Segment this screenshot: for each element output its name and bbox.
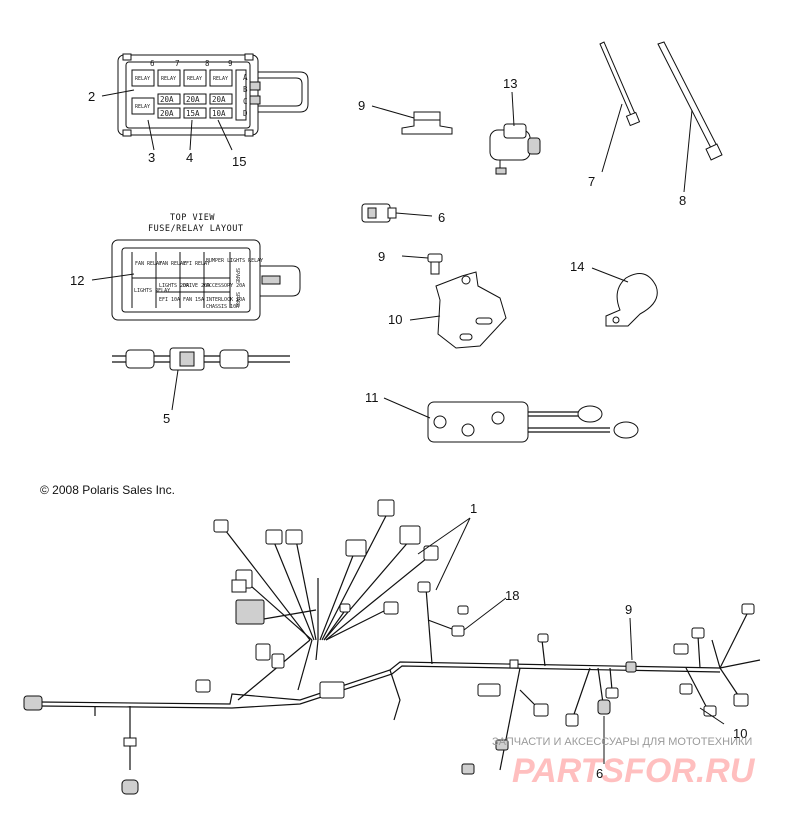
callout-11: 10	[388, 312, 402, 327]
harness-clip	[401, 111, 453, 135]
row-letter: C	[243, 97, 248, 106]
callout-2: 2	[88, 89, 95, 104]
copyright-text: © 2008 Polaris Sales Inc.	[40, 483, 175, 497]
connector-15	[489, 123, 541, 175]
fuse-label: 15A	[186, 109, 200, 118]
fuse-label: 10A	[212, 109, 226, 118]
fuse-label: 20A	[160, 95, 174, 104]
layout-cell: LIGHTS RELAY	[134, 288, 170, 294]
layout-cell: FAN RELAY	[135, 261, 162, 267]
layout-heading-line2: FUSE/RELAY LAYOUT	[148, 224, 244, 234]
layout-cell: FAN 15A	[183, 297, 204, 303]
relay-label: RELAY	[135, 76, 150, 82]
watermark-subtitle: ЗАПЧАСТИ И АКСЕССУАРЫ ДЛЯ МОТОТЕХНИКИ	[492, 736, 752, 748]
watermark-logo: PARTSFOR.RU	[512, 752, 756, 790]
layout-cell: EFI RELAY	[183, 261, 210, 267]
inline-fuse-holder	[112, 347, 290, 371]
callout-3: 3	[148, 150, 155, 165]
callout-6-top: 6	[438, 210, 445, 225]
digit-label: 9	[228, 59, 233, 68]
bolt	[427, 253, 443, 275]
callout-9-top: 9	[358, 98, 365, 113]
callout-7: 7	[588, 174, 595, 189]
layout-cell: BUMPER LIGHTS RELAY	[206, 258, 263, 264]
callout-18: 18	[505, 588, 519, 603]
layout-cell: FAN RELAY	[159, 261, 186, 267]
callout-15: 13	[503, 76, 517, 91]
digit-label: 8	[205, 59, 210, 68]
row-letter: B	[243, 85, 248, 94]
digit-label: 6	[150, 59, 155, 68]
callout-5: 5	[163, 411, 170, 426]
layout-cell: LIGHTS 20A	[159, 283, 189, 289]
callout-17: 15	[232, 154, 246, 169]
fuse-relay-layout-box: FAN RELAY FAN RELAY EFI RELAY BUMPER LIG…	[111, 239, 301, 321]
relay-label: RELAY	[187, 76, 202, 82]
relay-label: RELAY	[135, 104, 150, 110]
small-connector	[361, 203, 397, 223]
ground-strap	[427, 401, 639, 443]
callout-16: 14	[570, 259, 584, 274]
fuse-label: 20A	[212, 95, 226, 104]
callout-1: 1	[470, 501, 477, 516]
layout-cell: CHASSIS 10A	[206, 304, 239, 310]
callout-14: 12	[70, 273, 84, 288]
layout-cell: DRIVE 20A	[183, 283, 210, 289]
main-wiring-harness	[23, 499, 761, 795]
layout-cell: ACCESSORY 20A	[206, 283, 245, 289]
callout-9-bottom: 9	[625, 602, 632, 617]
callout-8: 8	[679, 193, 686, 208]
fuse-label: 20A	[186, 95, 200, 104]
layout-cell: INTERLOCK 10A	[206, 297, 245, 303]
callout-10: 9	[378, 249, 385, 264]
clamp	[605, 273, 658, 327]
callout-4: 4	[186, 150, 193, 165]
layout-side-label: SPARE	[234, 292, 240, 307]
bracket	[435, 271, 507, 349]
layout-heading-line1: TOP VIEW	[170, 213, 215, 223]
callout-13: 11	[365, 390, 379, 405]
row-letter: D	[243, 109, 248, 118]
digit-label: 7	[175, 59, 180, 68]
layout-side-label: SPARE	[234, 268, 240, 283]
fuse-box-assembly: 6 7 8 9 RELAY RELAY RELAY RELAY RELAY 20…	[117, 53, 309, 137]
cable-tie-7	[599, 41, 641, 127]
relay-label: RELAY	[161, 76, 176, 82]
relay-label: RELAY	[213, 76, 228, 82]
callout-6-bottom: 6	[596, 766, 603, 781]
layout-cell: EFI 10A	[159, 297, 180, 303]
callout-12: 10	[733, 726, 747, 741]
row-letter: A	[243, 73, 248, 82]
cable-tie-8	[657, 41, 723, 161]
fuse-label: 20A	[160, 109, 174, 118]
